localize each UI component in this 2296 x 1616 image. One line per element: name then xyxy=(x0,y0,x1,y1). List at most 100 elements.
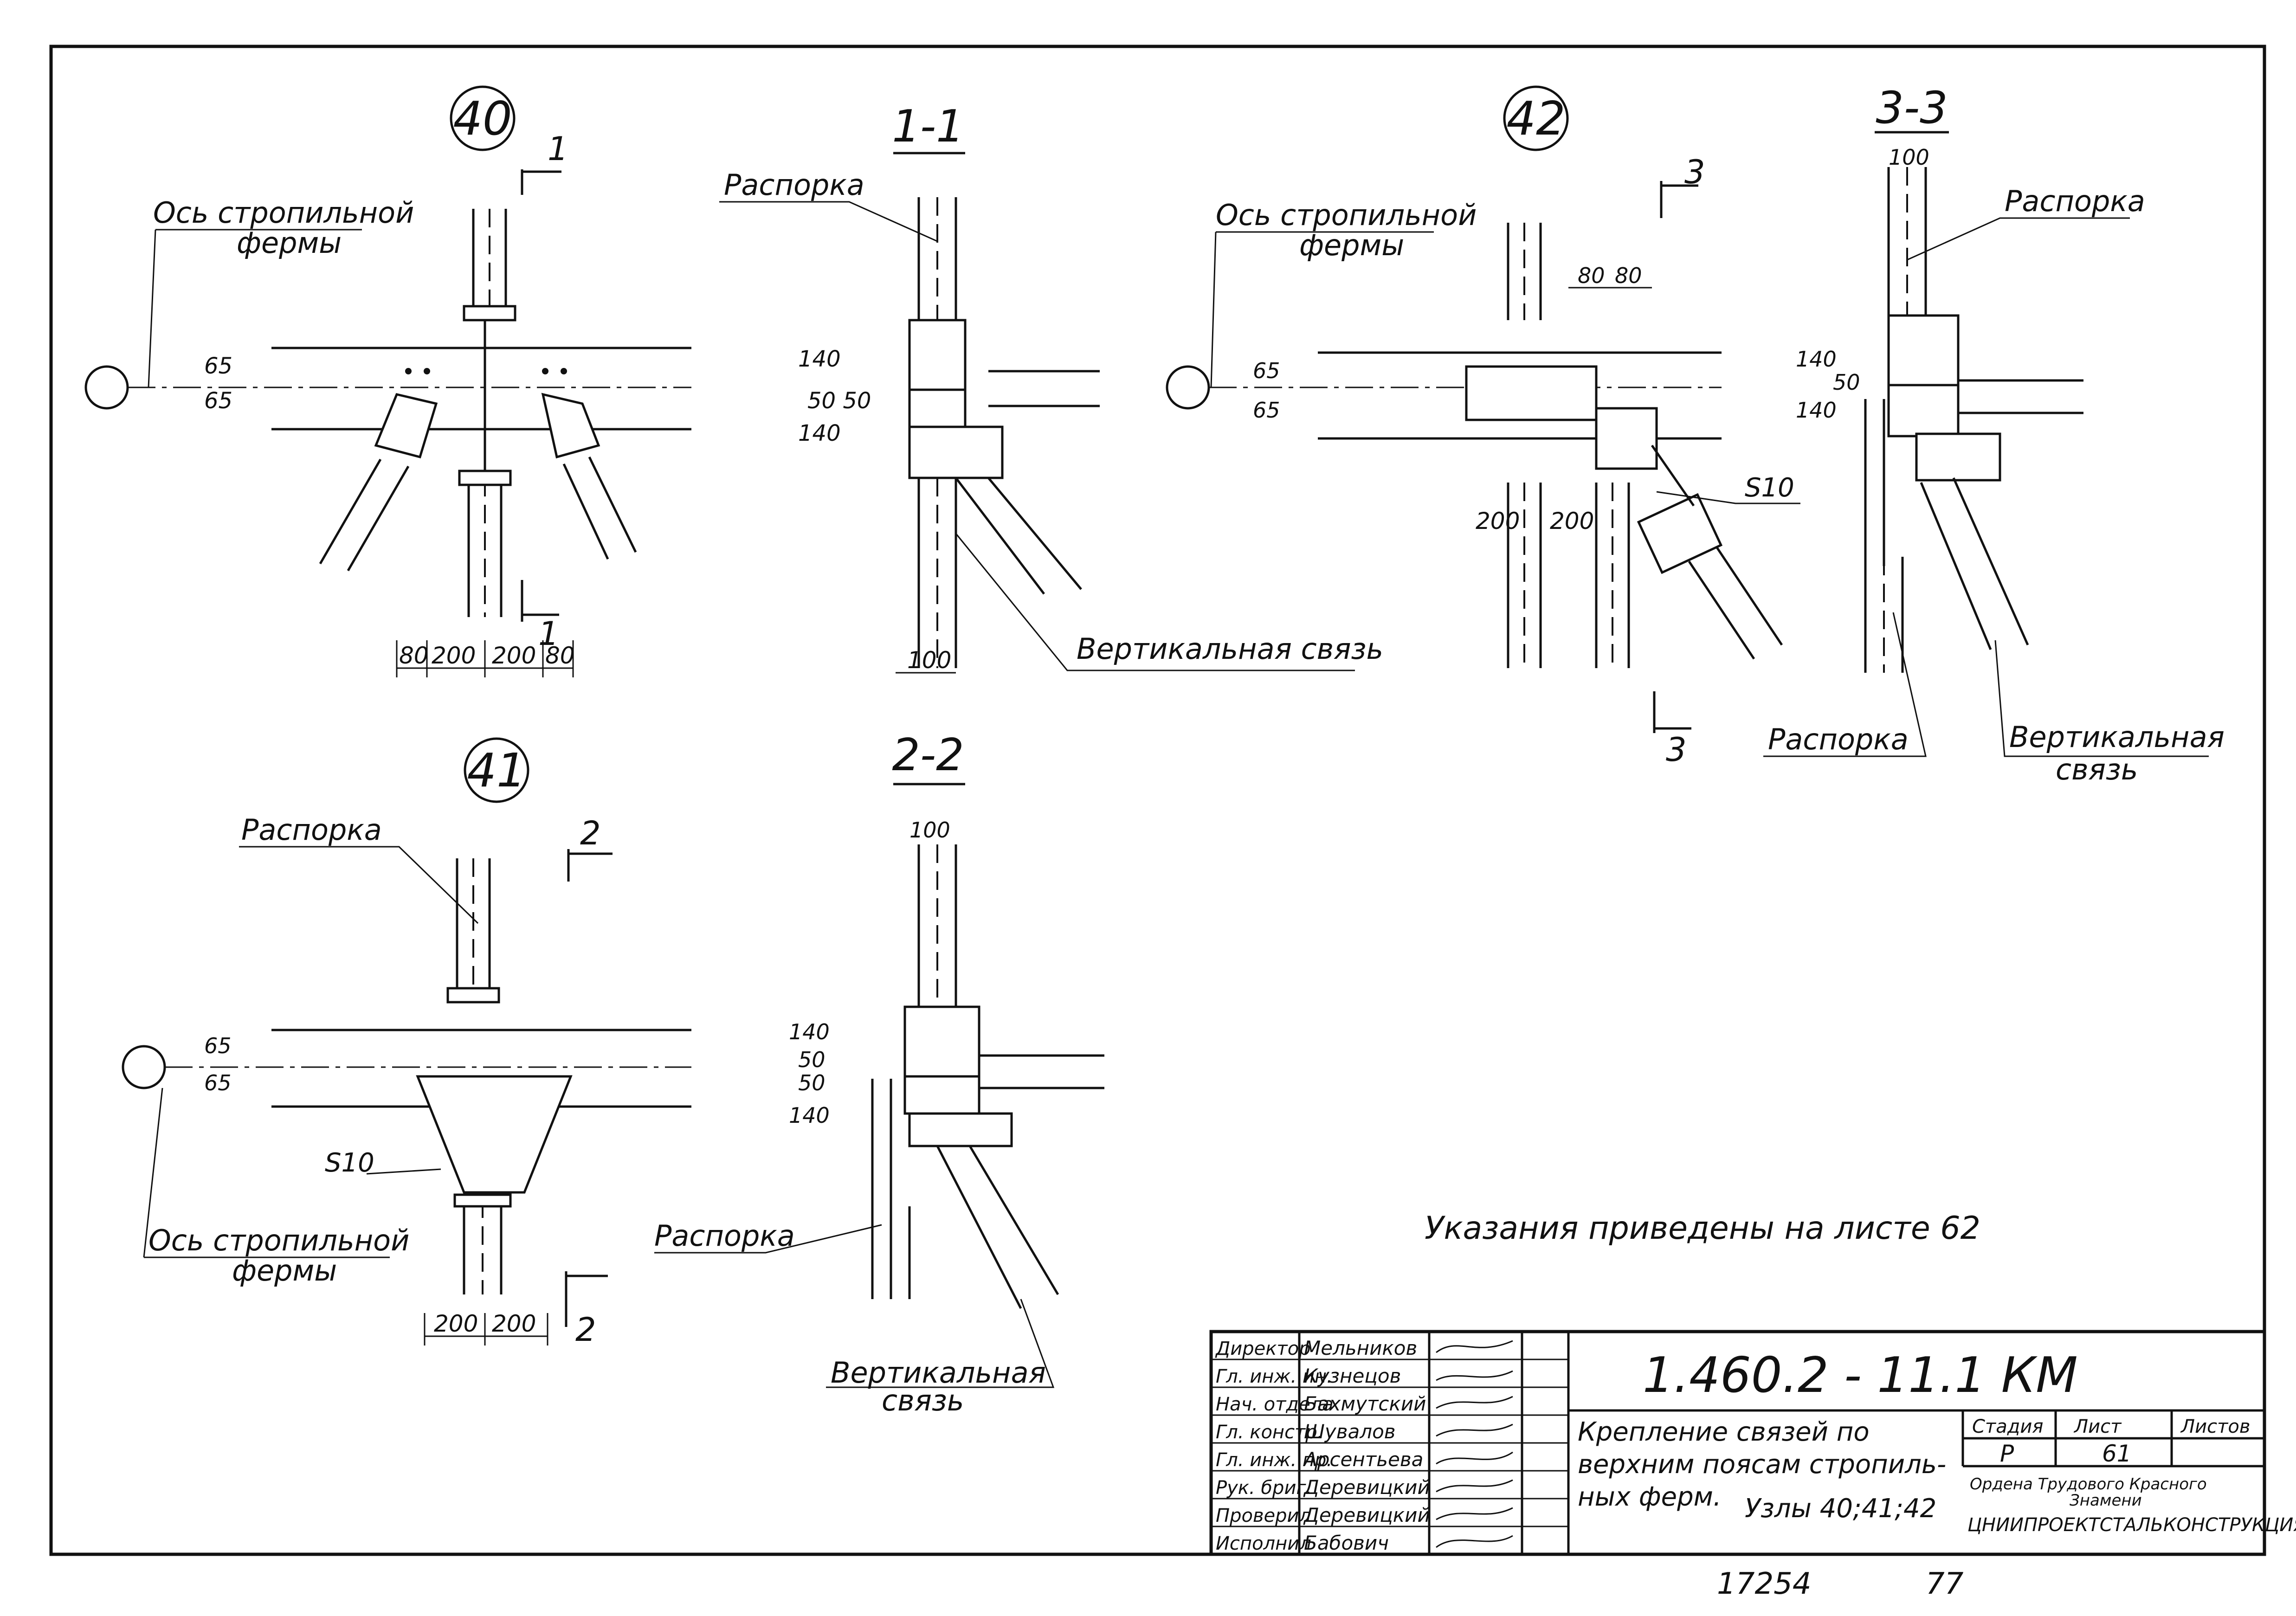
gusset-left-40 xyxy=(374,393,438,459)
svg-text:Арсентьева: Арсентьева xyxy=(1303,1448,1423,1471)
svg-text:50 50: 50 50 xyxy=(807,388,871,414)
inventory-number: 17254 xyxy=(1717,1567,1812,1601)
svg-text:80: 80 xyxy=(1615,263,1642,288)
svg-text:Исполнил: Исполнил xyxy=(1216,1533,1311,1554)
vbrace-label-3-3b: связь xyxy=(2056,753,2138,786)
cut-1-bottom-label: 1 xyxy=(538,615,559,653)
svg-text:Директор: Директор xyxy=(1215,1338,1311,1359)
svg-text:Р: Р xyxy=(2000,1440,2014,1467)
svg-text:Знамени: Знамени xyxy=(2070,1491,2142,1510)
dim-line-40 xyxy=(396,640,574,677)
svg-text:100: 100 xyxy=(909,818,950,843)
svg-text:Нач. отдела: Нач. отдела xyxy=(1216,1394,1334,1415)
svg-text:50: 50 xyxy=(798,1047,826,1072)
svg-text:200: 200 xyxy=(492,642,536,669)
vbrace-label-2-2a: Вертикальная xyxy=(831,1356,1046,1390)
svg-text:200: 200 xyxy=(1550,508,1594,534)
svg-text:ЦНИИПРОЕКТСТАЛЬКОНСТРУКЦИЯ: ЦНИИПРОЕКТСТАЛЬКОНСТРУКЦИЯ xyxy=(1967,1514,2296,1536)
svg-text:2: 2 xyxy=(580,814,601,852)
svg-text:Лист: Лист xyxy=(2073,1416,2122,1437)
section-3-3-title: 3-3 xyxy=(1876,83,1948,134)
svg-text:2: 2 xyxy=(575,1311,596,1349)
svg-text:Рук. бриг.: Рук. бриг. xyxy=(1216,1477,1312,1499)
vbrace-label-3-3a: Вертикальная xyxy=(2009,720,2225,754)
svg-text:ных ферм.: ных ферм. xyxy=(1578,1482,1722,1512)
svg-text:3: 3 xyxy=(1684,153,1705,191)
node-40-detail: 40 1 Ось стропильной фермы 1 xyxy=(84,85,691,677)
svg-text:Мельников: Мельников xyxy=(1304,1337,1417,1359)
axis-circle-42 xyxy=(1166,365,1210,410)
svg-text:100: 100 xyxy=(907,647,951,674)
section-1-1-title: 1-1 xyxy=(892,101,964,152)
signature-5 xyxy=(1436,1451,1513,1465)
node-40-marker xyxy=(450,85,516,151)
svg-text:65: 65 xyxy=(1253,358,1280,383)
cut-1-top-label: 1 xyxy=(548,130,568,168)
strut-label-3-3: Распорка xyxy=(2005,184,2145,218)
svg-text:Бахмутский: Бахмутский xyxy=(1304,1392,1426,1415)
strut-label-1-1: Распорка xyxy=(724,168,864,202)
svg-text:65: 65 xyxy=(204,388,232,414)
cut-mark-1-top xyxy=(521,169,561,195)
svg-text:Бабович: Бабович xyxy=(1304,1532,1389,1554)
svg-text:Проверил: Проверил xyxy=(1216,1505,1311,1526)
svg-text:140: 140 xyxy=(789,1019,830,1044)
bolts-40 xyxy=(405,368,567,374)
svg-text:80: 80 xyxy=(545,642,575,669)
node-40-label: 40 xyxy=(453,91,512,146)
strut-lower-40 xyxy=(467,478,503,617)
axis-circle-41 xyxy=(122,1045,166,1089)
splice-plate-42 xyxy=(1465,365,1598,421)
truss-axis-label-40b: фермы xyxy=(237,226,342,260)
signature-1 xyxy=(1436,1340,1513,1353)
strut-label-41: Распорка xyxy=(241,813,382,847)
truss-axis-label-40a: Ось стропильной xyxy=(153,196,414,230)
svg-text:80: 80 xyxy=(399,642,429,669)
svg-text:140: 140 xyxy=(789,1103,830,1128)
truss-axis-leader-40 xyxy=(148,229,362,388)
svg-text:Узлы 40;41;42: Узлы 40;41;42 xyxy=(1745,1494,1936,1524)
diagonal-right-40 xyxy=(562,456,637,560)
svg-text:Стадия: Стадия xyxy=(1972,1416,2043,1437)
svg-text:верхним поясам стропиль-: верхним поясам стропиль- xyxy=(1578,1449,1946,1480)
diagonal-left-40 xyxy=(319,458,410,572)
strut-label-2-2: Распорка xyxy=(654,1219,795,1253)
signature-7 xyxy=(1436,1507,1513,1520)
axis-circle-40 xyxy=(84,365,129,410)
node-42-detail: 42 3 Ось стропильной фермы S10 80 80 200… xyxy=(1166,85,1800,769)
svg-text:200: 200 xyxy=(492,1310,536,1337)
title-block: Директор Гл. инж. ин. Нач. отдела Гл. ко… xyxy=(1209,1330,2296,1556)
signature-2 xyxy=(1436,1370,1513,1381)
page-number: 77 xyxy=(1926,1567,1964,1601)
node-42-label: 42 xyxy=(1506,91,1565,146)
signature-8 xyxy=(1436,1535,1513,1548)
svg-text:65: 65 xyxy=(204,1033,232,1058)
svg-text:200: 200 xyxy=(432,642,476,669)
node-41-label: 41 xyxy=(467,743,526,798)
top-chord-40 xyxy=(271,347,691,431)
svg-text:Ось стропильной: Ось стропильной xyxy=(148,1223,409,1257)
svg-text:Гл. инж. пр.: Гл. инж. пр. xyxy=(1216,1449,1332,1471)
svg-text:65: 65 xyxy=(204,1070,232,1095)
svg-text:80: 80 xyxy=(1578,263,1605,288)
section-3-3: 3-3 100 Распорка Распорка Вертикальная с… xyxy=(1763,83,2225,786)
gusset-right-40 xyxy=(541,393,600,459)
svg-text:Ось стропильной: Ось стропильной xyxy=(1216,198,1477,232)
svg-text:S10: S10 xyxy=(325,1148,374,1178)
strut-1-1 xyxy=(917,197,957,320)
svg-text:Гл. констр.: Гл. констр. xyxy=(1216,1422,1323,1443)
svg-text:61: 61 xyxy=(2102,1440,2132,1467)
svg-text:140: 140 xyxy=(1796,398,1837,423)
strut-upper-40 xyxy=(472,209,507,315)
drawing-code: 1.460.2 - 11.1 КМ xyxy=(1643,1347,2078,1404)
instructions-note: Указания приведены на листе 62 xyxy=(1425,1210,1980,1247)
svg-text:50: 50 xyxy=(1833,370,1860,395)
svg-text:фермы: фермы xyxy=(232,1254,337,1288)
gusset-41 xyxy=(416,1075,573,1194)
svg-text:200: 200 xyxy=(434,1310,478,1337)
svg-text:S10: S10 xyxy=(1745,473,1794,503)
signature-6 xyxy=(1436,1479,1513,1493)
node-41-marker xyxy=(464,737,529,803)
svg-text:140: 140 xyxy=(798,420,841,446)
svg-text:Кузнецов: Кузнецов xyxy=(1304,1365,1401,1387)
